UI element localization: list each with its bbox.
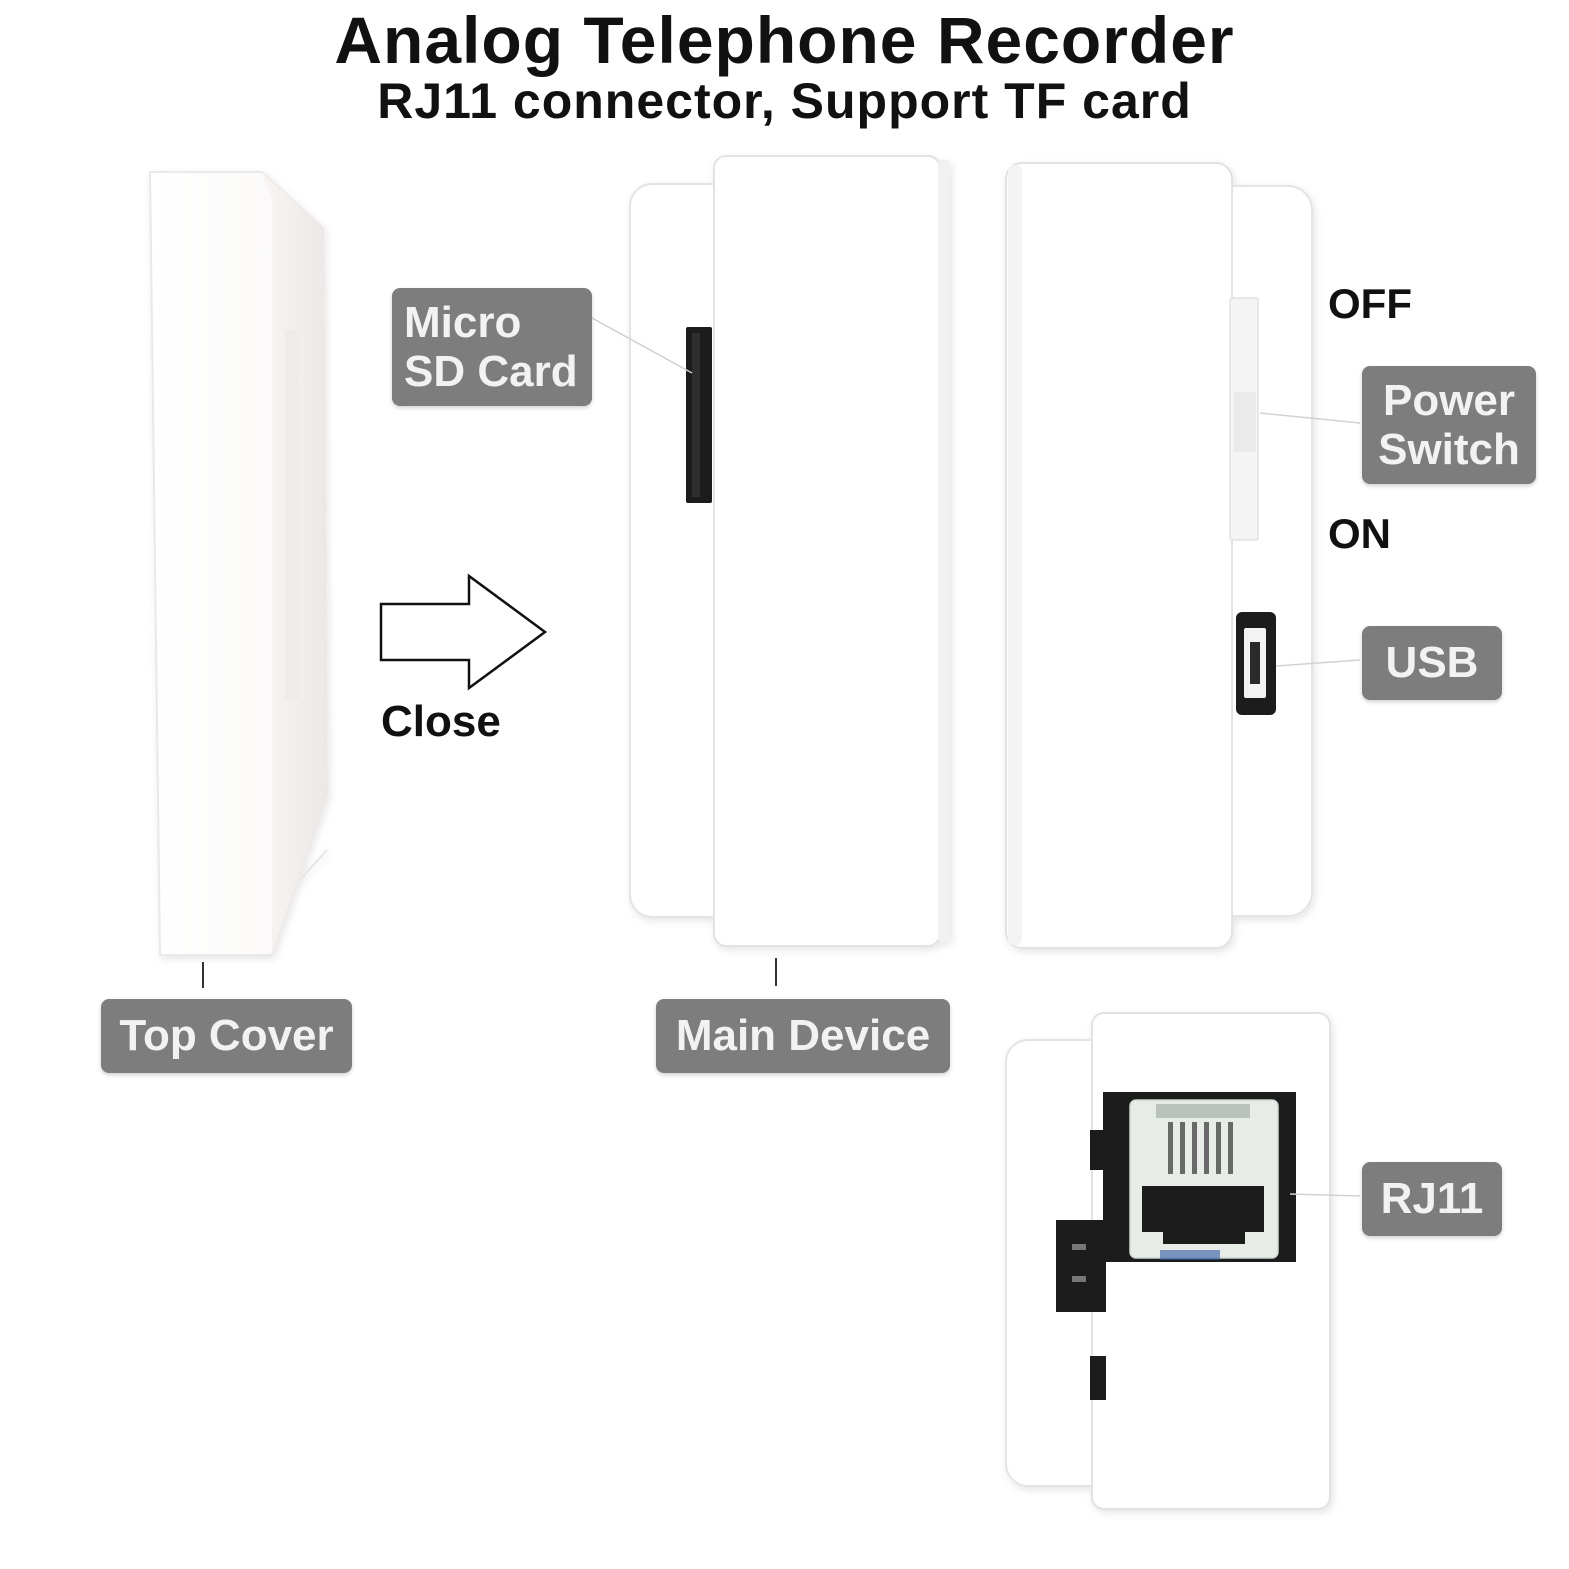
- power-switch-leader: [1259, 412, 1361, 424]
- page-title: Analog Telephone Recorder: [334, 3, 1235, 77]
- top-cover-image: [148, 171, 329, 956]
- micro-sd-label-line2: SD Card: [404, 347, 578, 396]
- rj11-end-image: [1005, 1012, 1331, 1510]
- main-device-front-image: [629, 155, 950, 947]
- usb-label: USB: [1362, 626, 1502, 700]
- close-arrow-icon: [379, 573, 548, 691]
- rj11-label: RJ11: [1362, 1162, 1502, 1236]
- page-subtitle: RJ11 connector, Support TF card: [377, 73, 1192, 129]
- main-device-label: Main Device: [656, 999, 950, 1073]
- rj11-leader: [1289, 1193, 1361, 1197]
- power-switch-label-line1: Power: [1382, 375, 1516, 425]
- micro-sd-label-line1: Micro: [404, 297, 522, 347]
- switch-on-label: ON: [1328, 510, 1391, 557]
- main-device-side-image: [1005, 162, 1313, 949]
- power-switch-label-line2: Switch: [1378, 425, 1520, 474]
- close-caption: Close: [381, 697, 501, 746]
- switch-off-label: OFF: [1328, 280, 1412, 327]
- micro-sd-leader: [591, 317, 693, 374]
- power-switch-label: Power Switch: [1362, 366, 1536, 484]
- top-cover-label: Top Cover: [101, 999, 352, 1073]
- micro-sd-card-label: Micro SD Card: [392, 288, 592, 406]
- usb-leader: [1275, 659, 1361, 667]
